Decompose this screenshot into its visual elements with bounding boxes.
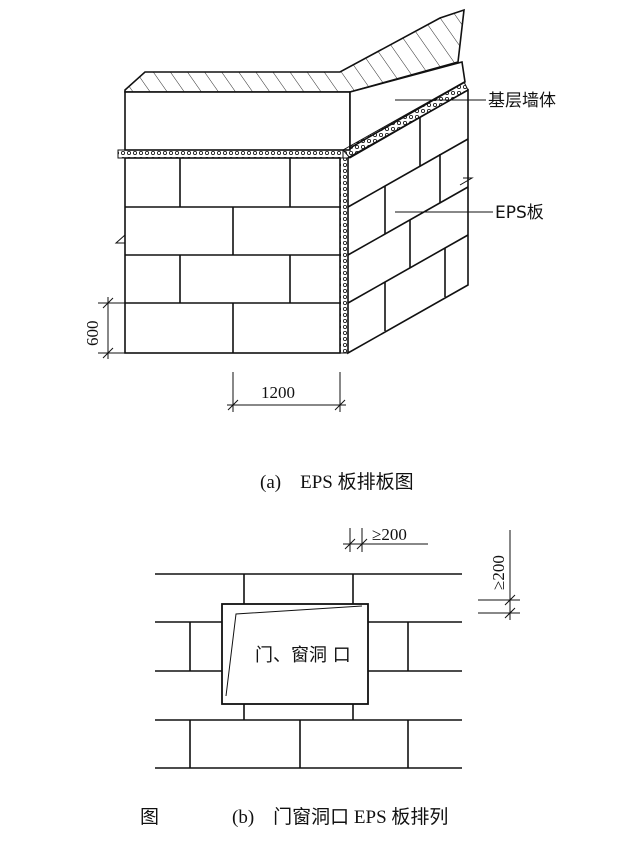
- break-mark-left: [114, 234, 126, 244]
- adhesive-strip-front: [117, 149, 344, 159]
- dimension-height: [98, 297, 125, 359]
- caption-b: (b) 门窗洞口 EPS 板排列: [232, 806, 448, 828]
- dim-height-value: 600: [83, 321, 102, 347]
- dim-vertical-value: ≥200: [489, 555, 508, 590]
- break-mark-right: [459, 177, 474, 186]
- caption-a: (a) EPS 板排板图: [260, 471, 414, 493]
- door-window-opening: [221, 603, 369, 705]
- dim-horizontal-value: ≥200: [372, 525, 407, 544]
- dimension-width: [227, 372, 346, 412]
- base-wall-front: [124, 91, 351, 151]
- figure-b-opening-layout: [155, 528, 520, 769]
- eps-board-side-face: [347, 88, 469, 355]
- figure-a-wall-corner: [114, 8, 493, 355]
- dimension-horizontal: [343, 528, 428, 552]
- eps-board-front-face: [124, 157, 341, 354]
- dimension-vertical: [478, 530, 520, 620]
- opening-corner-board: [225, 605, 363, 697]
- label-base-wall: 基层墙体: [488, 91, 556, 111]
- opening-label: 门、窗洞 口: [255, 645, 351, 666]
- adhesive-strip-corner: [339, 157, 349, 354]
- caption-b-prefix: 图: [140, 807, 159, 828]
- label-eps-board: EPS板: [495, 203, 544, 223]
- base-wall-side: [349, 60, 466, 150]
- dim-width-value: 1200: [261, 383, 295, 402]
